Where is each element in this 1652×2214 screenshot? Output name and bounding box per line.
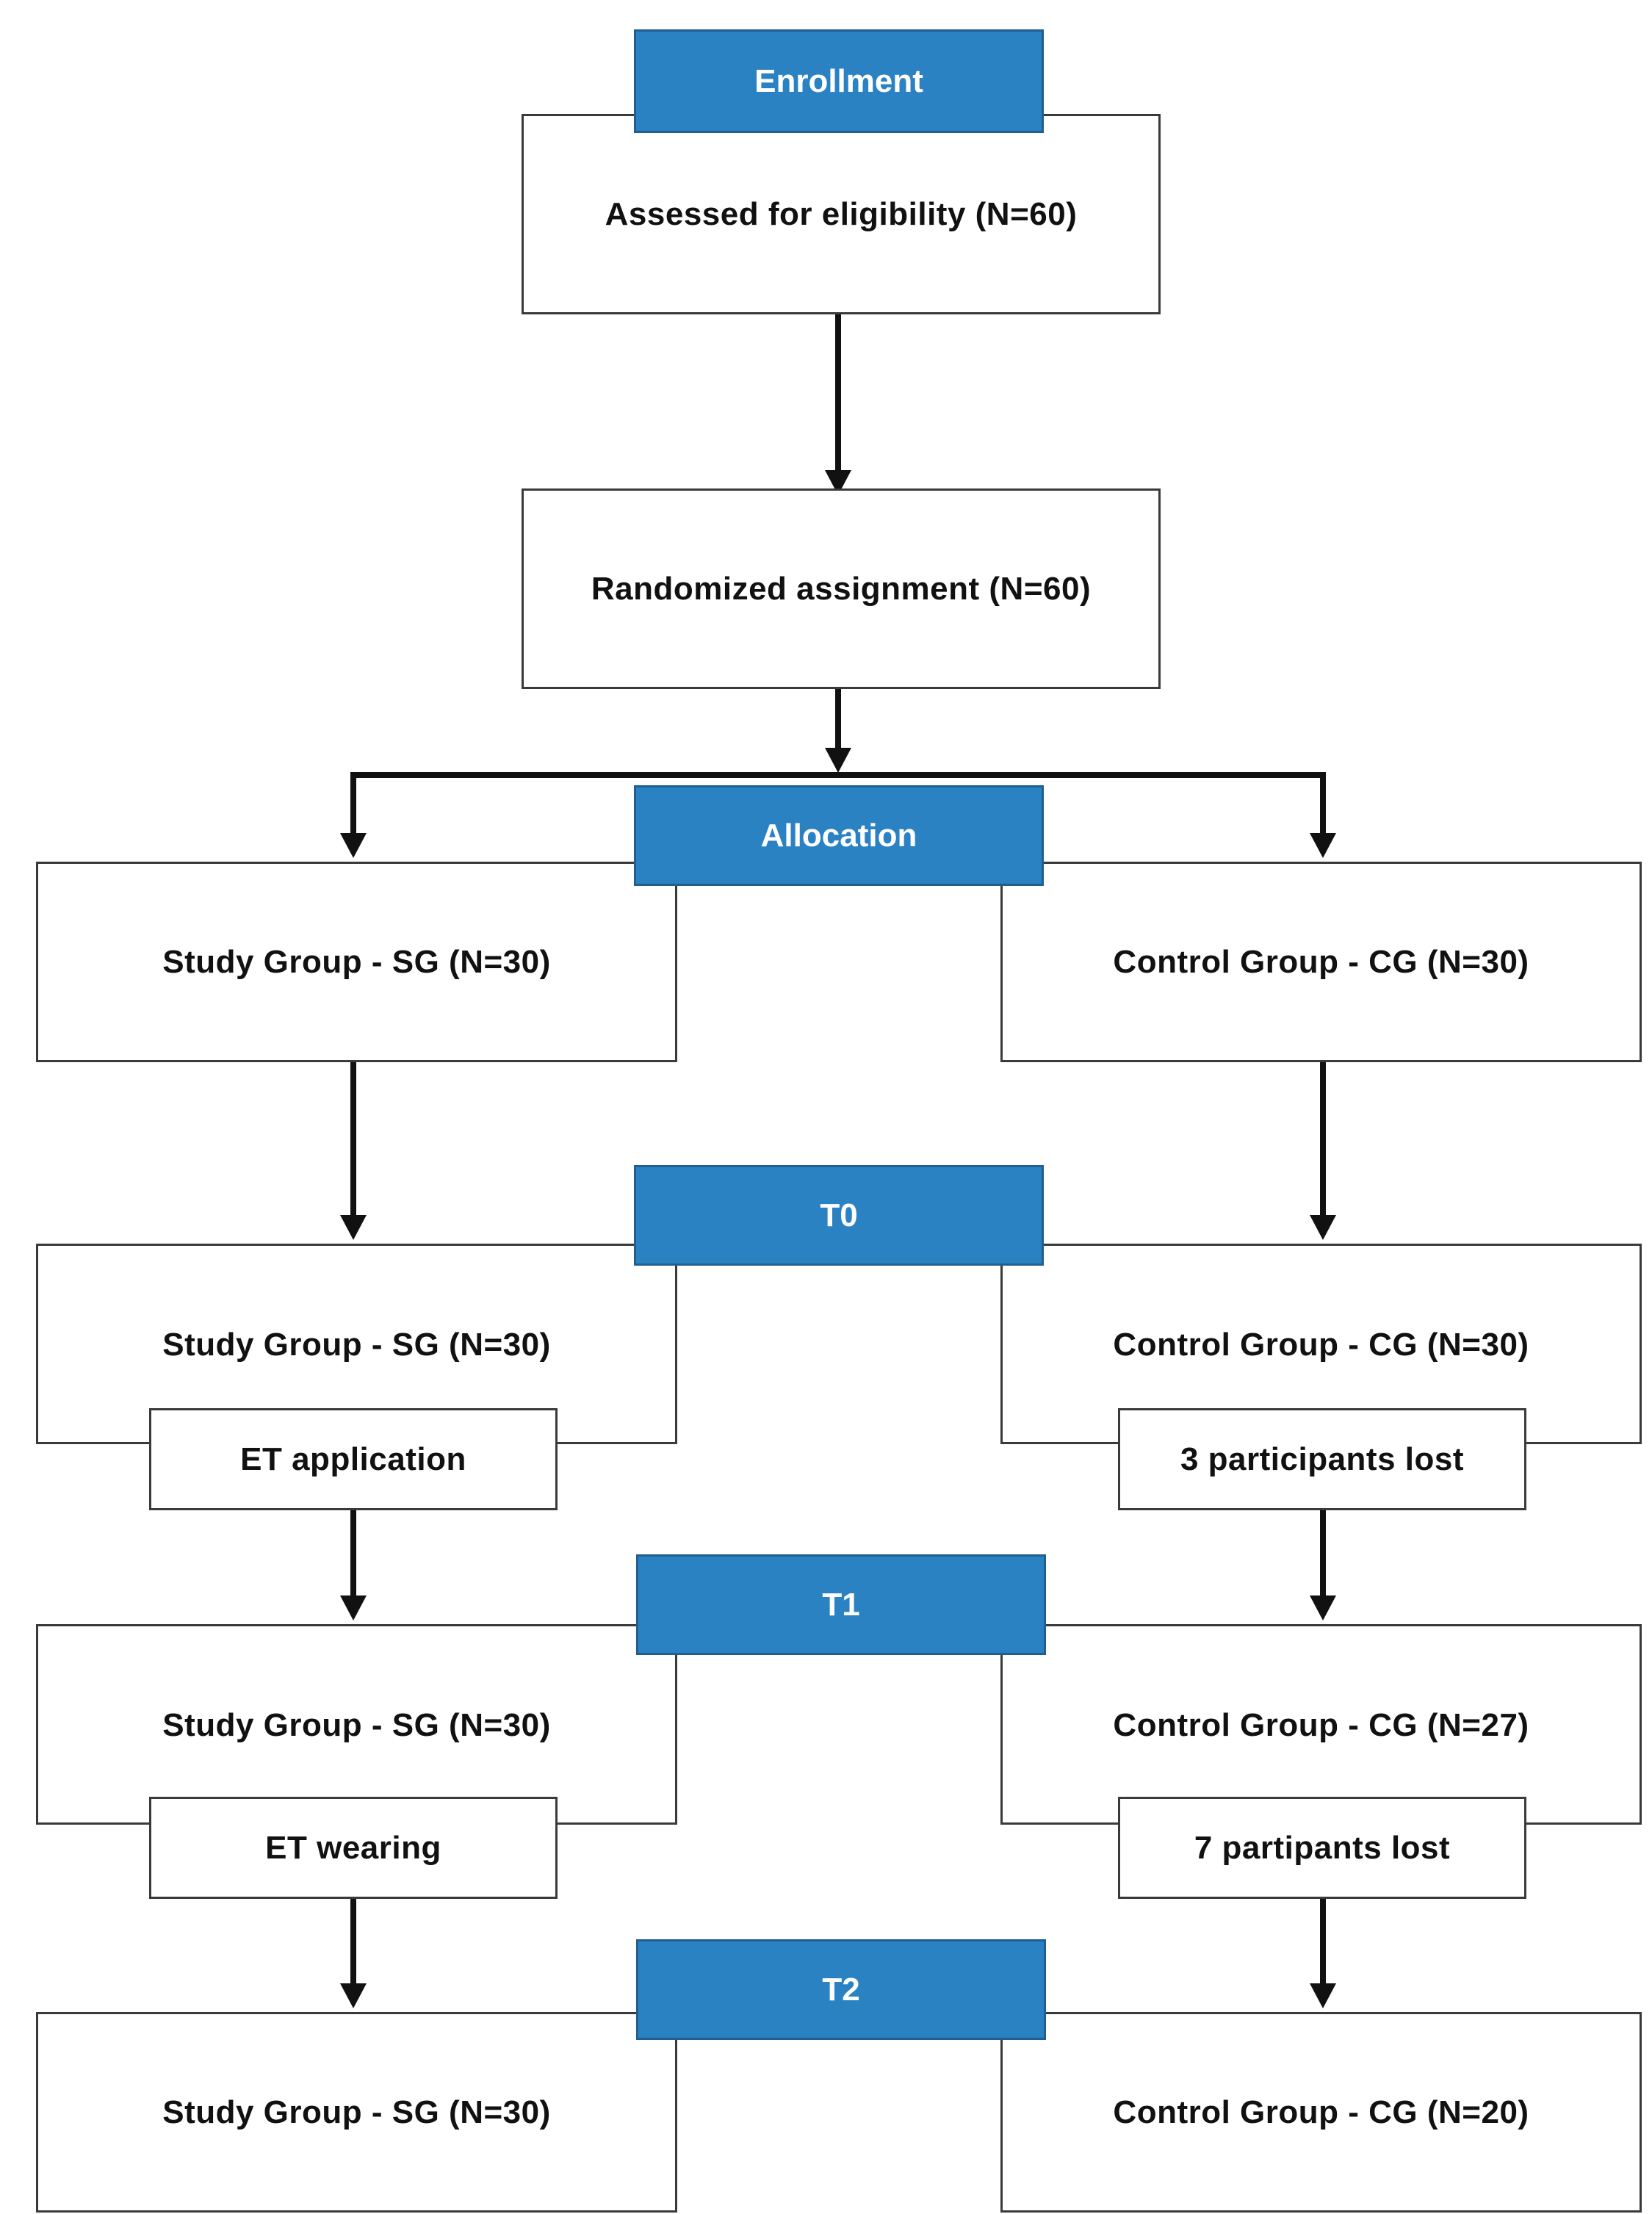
split-connector — [350, 772, 1326, 833]
arrowhead — [340, 1983, 367, 2008]
t1-header: T1 — [636, 1554, 1046, 1655]
t1-control-label: Control Group - CG (N=27) — [1113, 1707, 1529, 1743]
assessed-label: Assessed for eligibility (N=60) — [605, 195, 1078, 232]
t0-study-note-box: ET application — [149, 1408, 558, 1510]
arrowhead — [1310, 1983, 1336, 2008]
t0-control-note-box: 3 participants lost — [1118, 1408, 1526, 1510]
arrowhead — [1310, 1215, 1336, 1240]
t0-control-note: 3 participants lost — [1180, 1440, 1465, 1477]
arrowhead — [340, 833, 367, 858]
t0-control-label: Control Group - CG (N=30) — [1113, 1327, 1529, 1363]
allocation-control-label: Control Group - CG (N=30) — [1113, 943, 1529, 980]
arrowhead — [340, 1215, 367, 1240]
t1-study-note: ET wearing — [265, 1829, 441, 1866]
t0-study-label: Study Group - SG (N=30) — [162, 1327, 551, 1363]
allocation-header-label: Allocation — [760, 817, 917, 854]
t0-header-label: T0 — [820, 1197, 858, 1233]
allocation-study-box: Study Group - SG (N=30) — [36, 862, 677, 1062]
t1-study-label: Study Group - SG (N=30) — [162, 1707, 551, 1743]
t1-study-note-box: ET wearing — [149, 1797, 558, 1899]
t0-header: T0 — [634, 1165, 1044, 1266]
arrowhead — [825, 470, 851, 495]
t0-study-note: ET application — [240, 1440, 466, 1477]
t2-header: T2 — [636, 1939, 1046, 2040]
t1-study-box: Study Group - SG (N=30) — [36, 1624, 677, 1825]
enrollment-header: Enrollment — [634, 29, 1044, 133]
enrollment-header-label: Enrollment — [754, 62, 923, 99]
t2-control-box: Control Group - CG (N=20) — [1000, 2012, 1642, 2213]
t1-control-note: 7 partipants lost — [1194, 1829, 1451, 1866]
t2-header-label: T2 — [822, 1971, 860, 2008]
assessed-box: Assessed for eligibility (N=60) — [522, 114, 1161, 314]
arrowhead — [825, 748, 851, 773]
allocation-control-box: Control Group - CG (N=30) — [1000, 862, 1642, 1062]
arrowhead — [1310, 1595, 1336, 1620]
t1-control-box: Control Group - CG (N=27) — [1000, 1624, 1642, 1825]
arrowhead — [1310, 833, 1336, 858]
arrowhead — [340, 1595, 367, 1620]
allocation-study-label: Study Group - SG (N=30) — [162, 943, 551, 980]
t2-study-label: Study Group - SG (N=30) — [162, 2094, 551, 2130]
allocation-header: Allocation — [634, 785, 1044, 886]
t2-control-label: Control Group - CG (N=20) — [1113, 2094, 1529, 2130]
randomized-label: Randomized assignment (N=60) — [591, 570, 1092, 607]
t1-header-label: T1 — [822, 1586, 860, 1623]
t1-control-note-box: 7 partipants lost — [1118, 1797, 1526, 1899]
t2-study-box: Study Group - SG (N=30) — [36, 2012, 677, 2213]
randomized-box: Randomized assignment (N=60) — [522, 488, 1161, 689]
